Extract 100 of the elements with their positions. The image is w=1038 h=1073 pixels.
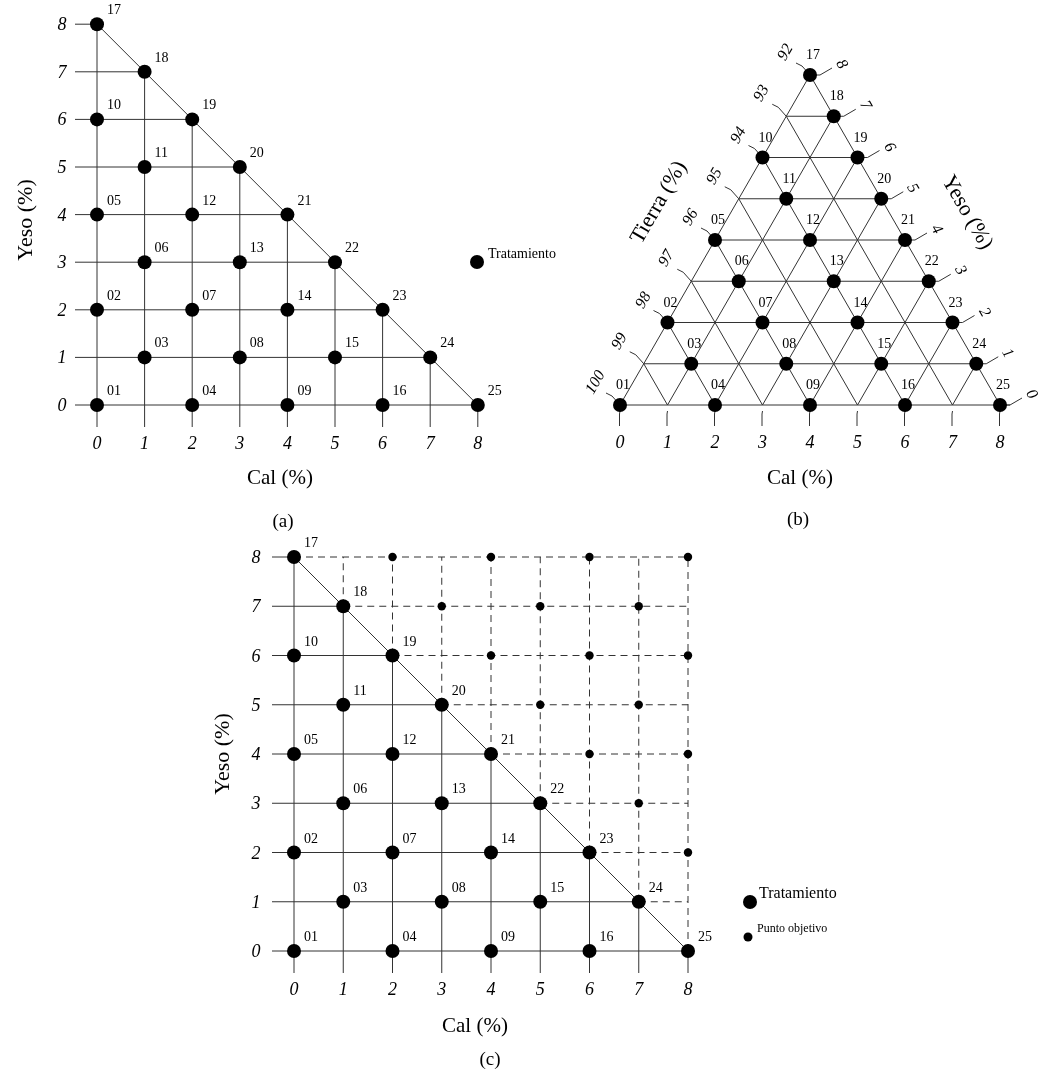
point-label: 12: [402, 733, 417, 747]
point-label: 20: [451, 683, 466, 698]
legend-label: Punto objetivo: [757, 922, 828, 934]
point-label: 22: [924, 254, 939, 269]
tick-label: 99: [607, 329, 630, 352]
axis-title: Yeso (%): [211, 713, 233, 795]
point-label: 17: [806, 48, 820, 62]
tick-label: 92: [774, 41, 796, 63]
tick-label: 6: [880, 139, 899, 154]
point-label: 05: [711, 213, 725, 227]
point-label: 15: [877, 336, 892, 351]
panel-label: (c): [479, 1048, 501, 1068]
tick-label: 94: [726, 123, 749, 146]
point-label: 19: [853, 130, 868, 145]
tick-label: 7: [856, 97, 875, 113]
tick-label: 8: [57, 15, 67, 34]
point-label: 01: [304, 930, 318, 944]
tick-label: 6: [900, 433, 910, 451]
tick-label: 5: [904, 180, 923, 196]
tick-label: 2: [975, 304, 994, 319]
point-label: 15: [550, 880, 565, 895]
point-label: 03: [353, 880, 368, 895]
point-label: 15: [345, 336, 359, 351]
tick-label: 4: [57, 205, 67, 224]
point-label: 20: [877, 171, 892, 186]
point-label: 07: [758, 295, 773, 310]
tick-label: 8: [251, 548, 261, 566]
tick-label: 95: [702, 164, 725, 187]
tick-label: 0: [251, 942, 261, 960]
tick-label: 6: [251, 646, 261, 665]
tick-label: 7: [251, 597, 261, 616]
point-label: 06: [734, 254, 749, 269]
point-label: 05: [304, 733, 318, 747]
point-label: 12: [202, 193, 217, 208]
point-label: 17: [304, 536, 318, 550]
point-label: 21: [501, 733, 515, 747]
point-label: 02: [663, 295, 678, 310]
tick-label: 8: [683, 980, 693, 998]
point-label: 21: [297, 193, 312, 208]
tick-label: 3: [758, 433, 767, 451]
tick-label: 3: [251, 794, 261, 813]
point-label: 07: [402, 831, 417, 846]
point-label: 09: [806, 378, 820, 392]
point-label: 16: [392, 384, 407, 398]
tick-label: 2: [57, 300, 67, 319]
point-label: 25: [698, 930, 712, 944]
point-label: 01: [107, 384, 121, 398]
tick-label: 0: [289, 980, 299, 998]
point-label: 10: [107, 98, 121, 113]
point-label: 09: [297, 384, 312, 398]
axis-title: Yeso (%): [14, 179, 36, 261]
tick-label: 8: [473, 434, 483, 452]
point-label: 02: [107, 288, 121, 303]
point-label: 01: [616, 378, 630, 392]
point-label: 13: [829, 254, 844, 269]
tick-label: 4: [805, 433, 815, 451]
point-label: 14: [297, 288, 312, 303]
tick-label: 4: [928, 221, 946, 237]
tick-label: 100: [582, 367, 608, 397]
tick-label: 7: [948, 433, 957, 451]
point-label: 09: [501, 930, 515, 944]
point-label: 19: [402, 634, 417, 649]
tick-label: 1: [999, 345, 1018, 361]
tick-label: 6: [378, 434, 388, 452]
point-label: 24: [972, 336, 987, 351]
tick-label: 7: [634, 980, 644, 998]
point-label: 10: [758, 130, 773, 145]
tick-label: 5: [535, 980, 545, 998]
tick-label: 2: [251, 843, 261, 862]
legend-label: Tratamiento: [759, 885, 837, 901]
point-label: 05: [107, 193, 121, 208]
tick-label: 2: [388, 980, 397, 998]
tick-label: 98: [631, 288, 654, 311]
tick-label: 0: [615, 433, 625, 451]
point-label: 19: [202, 98, 217, 113]
tick-label: 2: [710, 433, 720, 451]
point-label: 22: [345, 241, 359, 256]
tick-label: 5: [853, 433, 862, 451]
tick-label: 1: [663, 433, 672, 451]
point-label: 10: [304, 634, 318, 649]
tick-label: 0: [92, 434, 102, 452]
point-label: 03: [154, 336, 169, 351]
axis-title: Cal (%): [767, 466, 833, 488]
tick-label: 0: [1023, 386, 1038, 402]
tick-label: 1: [251, 892, 261, 911]
point-label: 23: [599, 831, 614, 846]
point-label: 18: [353, 585, 368, 600]
panel-label: (a): [272, 510, 294, 530]
point-label: 24: [648, 880, 663, 895]
tick-label: 3: [951, 262, 970, 278]
point-label: 04: [402, 930, 417, 944]
legend-label: Tratamiento: [488, 247, 556, 261]
point-label: 07: [202, 288, 217, 303]
axis-title: Cal (%): [442, 1014, 508, 1036]
point-label: 06: [154, 241, 169, 256]
point-label: 23: [392, 288, 407, 303]
panel-label: (b): [786, 508, 810, 528]
tick-label: 4: [251, 745, 261, 763]
tick-label: 0: [57, 396, 67, 414]
point-label: 02: [304, 831, 318, 846]
